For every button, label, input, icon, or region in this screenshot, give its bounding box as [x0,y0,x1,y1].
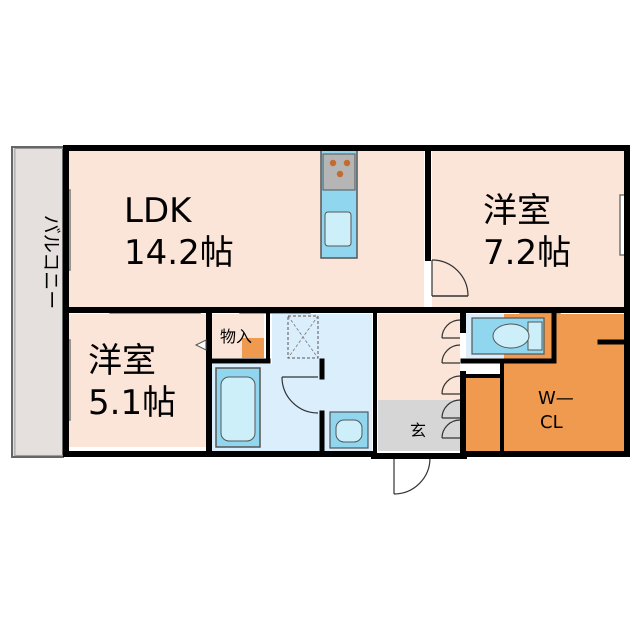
western-room-south-floor [68,314,206,447]
door-swings [281,259,469,495]
western-room-north-size: 7.2帖 [483,233,571,273]
walls [63,145,630,459]
storage-arrow-icon [194,339,207,351]
balcony-label: バルコニー [40,215,62,310]
kitchen-counter [320,149,358,259]
western-room-south-label: 洋室 [88,341,156,381]
hallway-floor [378,314,460,400]
balcony: バルコニー [11,146,66,458]
western-room-north-label: 洋室 [483,191,551,231]
western-room-south-size: 5.1帖 [88,383,176,423]
hall-closet-floor [466,378,500,451]
washbasin [329,411,369,449]
laundry-pan [287,315,319,359]
storage-closet-floor [242,338,264,358]
western-room-north-floor [432,150,624,307]
bathtub [215,367,261,448]
ldk-label: LDK [124,191,193,231]
toilet [471,317,545,355]
walk-in-closet-label-line2: CL [540,412,563,433]
ldk-size: 14.2帖 [124,233,234,273]
storage-label: 物入 [220,327,252,346]
entrance-label: 玄 [410,421,426,440]
walk-in-closet-label-line1: W— [538,388,574,409]
ldk-floor [68,150,424,307]
